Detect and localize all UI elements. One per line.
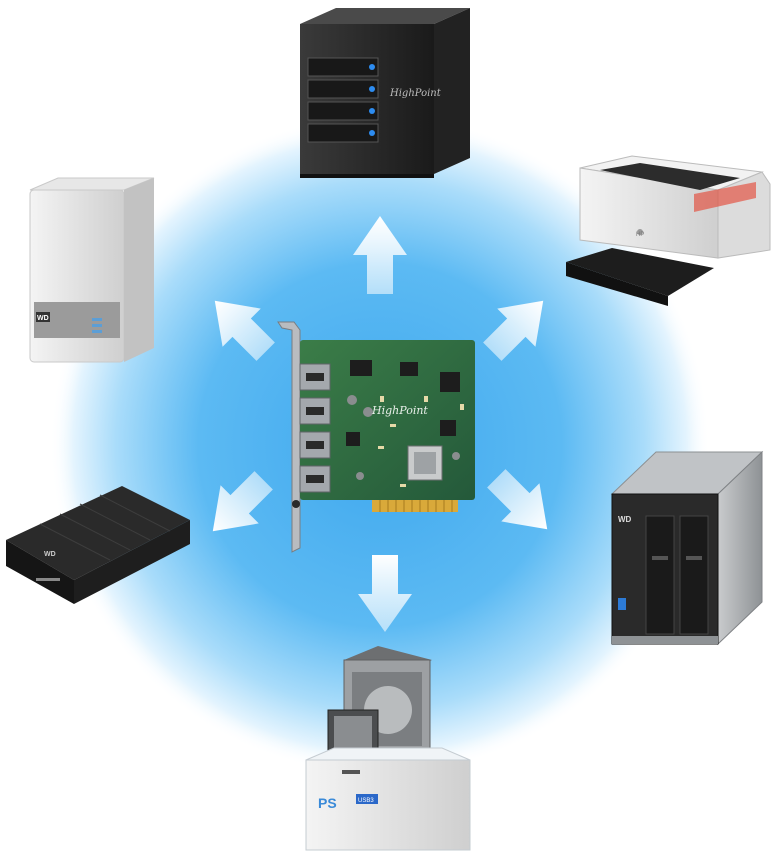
- card-edge-connector: [372, 500, 458, 512]
- arrow-lower-left-icon: [212, 471, 273, 532]
- dock-logo: PS: [318, 795, 337, 811]
- dock-badge: USB3: [358, 798, 374, 804]
- card-bracket: [277, 321, 301, 553]
- hdd-docking-station: PS USB3: [305, 646, 471, 851]
- arrow-lower-right-icon: [487, 469, 548, 530]
- rack-storage-tower: HighPoint: [300, 8, 470, 178]
- arrow-down-icon: [358, 555, 412, 632]
- tower-logo: HighPoint: [389, 88, 442, 99]
- portable-hard-drive: WD: [6, 486, 190, 604]
- laser-printer: HP: [566, 155, 771, 306]
- arrow-up-icon: [353, 216, 407, 294]
- dual-bay-nas: WD: [610, 450, 764, 646]
- arrow-upper-right-icon: [483, 300, 544, 361]
- arrows: [212, 216, 548, 632]
- usb-pcie-card: HighPoint: [277, 321, 475, 553]
- printer-logo: HP: [636, 232, 644, 238]
- nas-logo: WD: [618, 515, 632, 524]
- usb-ports: [299, 363, 331, 493]
- arrow-upper-left-icon: [214, 300, 275, 361]
- card-logo: HighPoint: [371, 404, 428, 417]
- desktop-drive-logo: WD: [37, 315, 49, 322]
- portable-logo: WD: [44, 551, 56, 558]
- desktop-drive: WD: [29, 177, 155, 363]
